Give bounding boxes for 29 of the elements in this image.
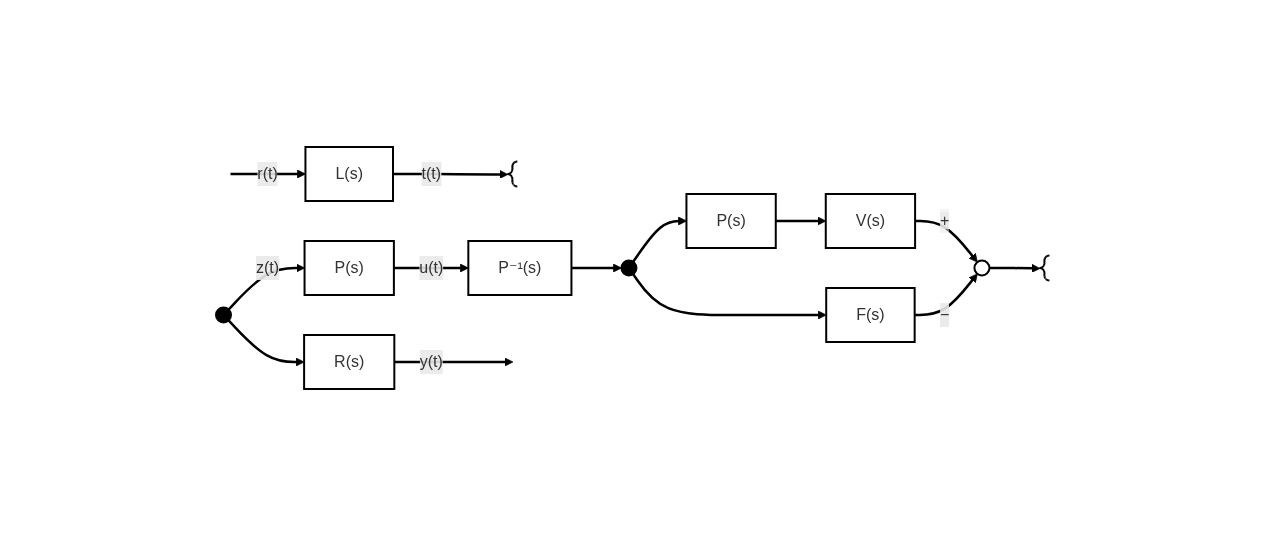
arrow xyxy=(571,263,622,273)
arrow xyxy=(392,170,509,179)
edge-label: u(t) xyxy=(419,259,444,276)
edge-label: − xyxy=(939,306,950,323)
edge-label: z(t) xyxy=(255,259,279,276)
arrow xyxy=(989,263,1041,273)
edge-label: t(t) xyxy=(421,165,441,182)
arrow xyxy=(914,273,978,317)
arrow xyxy=(394,357,514,367)
edge-label: + xyxy=(939,212,950,229)
arrow xyxy=(631,216,687,263)
node-circle xyxy=(214,306,232,324)
node-box: P⁻¹(s) xyxy=(467,240,573,296)
node-box: F(s) xyxy=(825,287,916,343)
arrow xyxy=(775,216,826,226)
node-box: P(s) xyxy=(303,240,395,296)
node-box: L(s) xyxy=(304,146,394,202)
edge-label: y(t) xyxy=(419,353,443,370)
node-box: R(s) xyxy=(302,334,396,390)
node-box: V(s) xyxy=(824,193,916,249)
edge-label: r(t) xyxy=(257,165,278,182)
arrow xyxy=(914,219,978,263)
node-box: P(s) xyxy=(685,193,777,249)
node-brace xyxy=(506,160,519,188)
arrow xyxy=(230,169,306,179)
node-circle xyxy=(973,259,991,277)
node-brace xyxy=(1038,254,1051,282)
arrow xyxy=(227,263,305,311)
node-circle xyxy=(620,259,638,277)
